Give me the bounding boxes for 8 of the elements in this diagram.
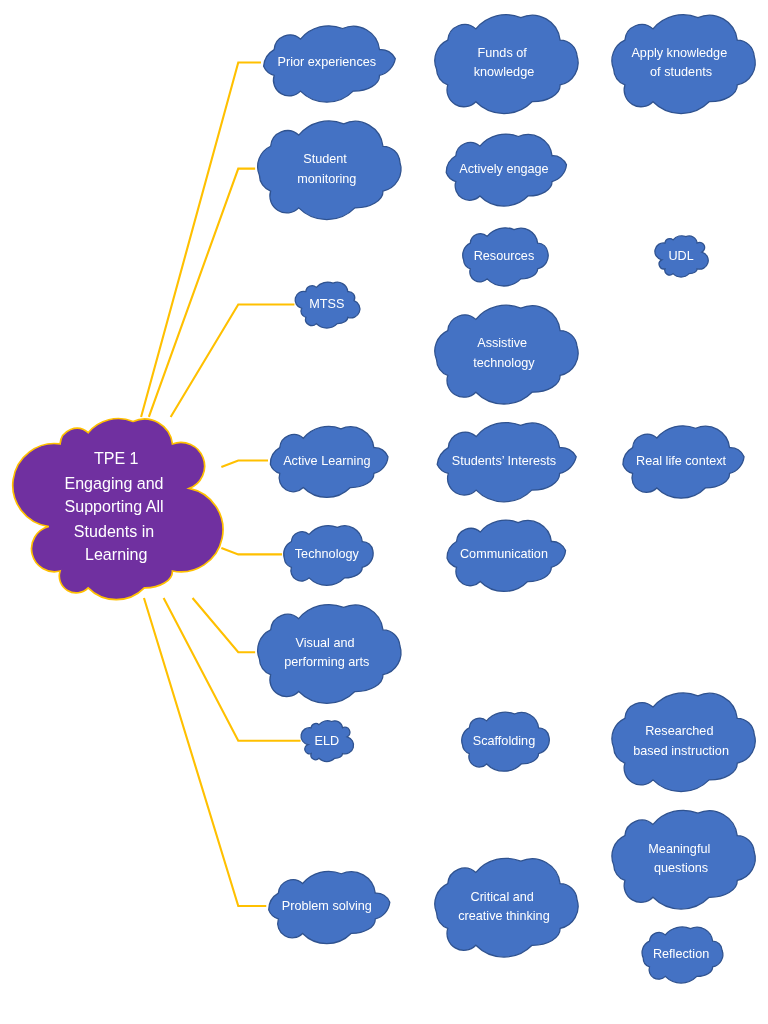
connector (147, 167, 256, 418)
connector (169, 303, 295, 418)
connector (162, 597, 301, 742)
connector (221, 459, 268, 469)
connector (221, 546, 283, 556)
connector (142, 597, 267, 908)
connector (140, 61, 261, 418)
connector (191, 597, 256, 654)
